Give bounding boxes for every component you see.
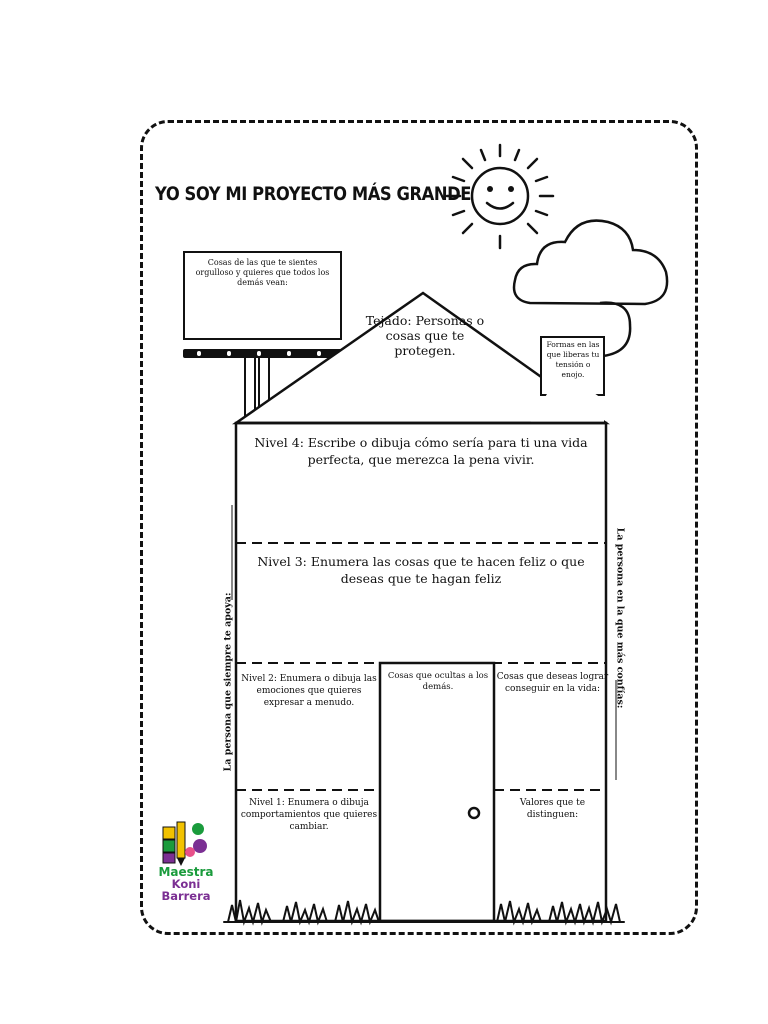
- billboard-ledge: [183, 349, 342, 358]
- page-title: YO SOY MI PROYECTO MÁS GRANDE: [155, 183, 471, 205]
- logo-line-2: Koni Barrera: [161, 877, 211, 903]
- logo-icon: [162, 821, 207, 866]
- level-4-label: Nivel 4: Escribe o dibuja cómo sería par…: [254, 435, 588, 467]
- logo-line-1: Maestra: [158, 865, 214, 879]
- chimney-label: Formas en las que liberas tu tensión o e…: [546, 340, 600, 379]
- door-knob-icon: [467, 806, 481, 820]
- worksheet-frame: [140, 120, 698, 935]
- door-label: Cosas que ocultas a los demás.: [387, 671, 489, 692]
- door: [378, 661, 496, 923]
- cloud-icon: [512, 219, 669, 306]
- goals-label: Cosas que deseas lograr conseguir en la …: [496, 672, 609, 694]
- billboard-text: Cosas de las que te sientes orgulloso y …: [195, 258, 330, 287]
- grass-icon: [223, 899, 625, 926]
- brand-logo-text: Maestra Koni Barrera: [146, 866, 226, 902]
- level-3-label: Nivel 3: Enumera las cosas que te hacen …: [257, 554, 585, 586]
- billboard-box: Cosas de las que te sientes orgulloso y …: [183, 251, 342, 340]
- level-2-label: Nivel 2: Enumera o dibuja las emociones …: [241, 674, 377, 708]
- values-label: Valores que te distinguen:: [519, 798, 586, 820]
- level-1-label: Nivel 1: Enumera o dibuja comportamiento…: [240, 798, 378, 832]
- chimney-swirl: [599, 301, 632, 358]
- sun-icon: [445, 143, 555, 250]
- roof-label: Tejado: Personas o cosas que te protegen…: [365, 313, 485, 358]
